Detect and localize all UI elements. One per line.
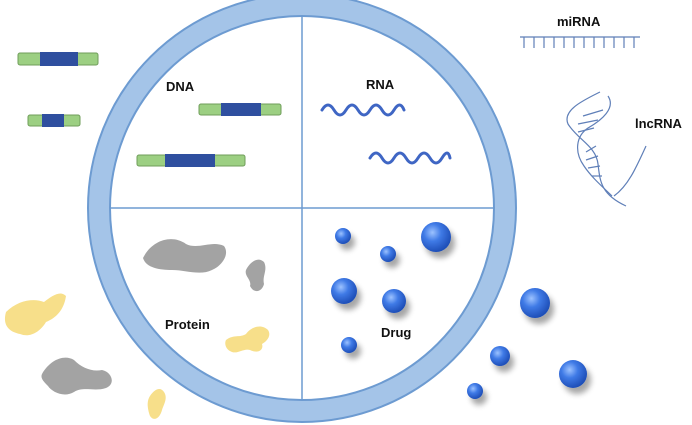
protein-blob-icon [147,389,166,419]
dna-fragment-icon [136,154,246,167]
rna-wave-icon [368,151,452,165]
dna-fragment-icon [198,103,282,116]
protein-blob-icon [225,326,270,353]
drug-sphere-icon [421,222,451,252]
drug-sphere-icon [520,288,550,318]
mirna-comb-icon [520,36,640,48]
label-mirna: miRNA [557,14,601,29]
quadrant-dividers [110,16,494,400]
lncrna-helix-icon [566,91,647,207]
drug-sphere-icon [382,289,406,313]
label-protein: Protein [165,317,210,332]
drug-sphere-icon [467,383,483,399]
dna-fragments [17,52,282,167]
rna-strands [320,103,452,165]
dna-fragment-icon [17,52,99,66]
drug-sphere-icon [559,360,587,388]
drug-sphere-icon [331,278,357,304]
drug-sphere-icon [335,228,351,244]
label-lncrna: lncRNA [635,116,683,131]
protein-blob-icon [143,239,227,273]
label-drug: Drug [381,325,411,340]
protein-blob-icon [41,357,112,395]
label-dna: DNA [166,79,195,94]
drug-sphere-icon [341,337,357,353]
drug-sphere-icon [380,246,396,262]
protein-blob-icon [245,259,266,292]
dna-fragment-icon [27,114,81,127]
proteins [4,239,270,419]
rna-wave-icon [320,103,406,117]
drug-sphere-icon [490,346,510,366]
protein-blob-icon [4,293,66,336]
drugs [331,222,587,399]
label-rna: RNA [366,77,395,92]
